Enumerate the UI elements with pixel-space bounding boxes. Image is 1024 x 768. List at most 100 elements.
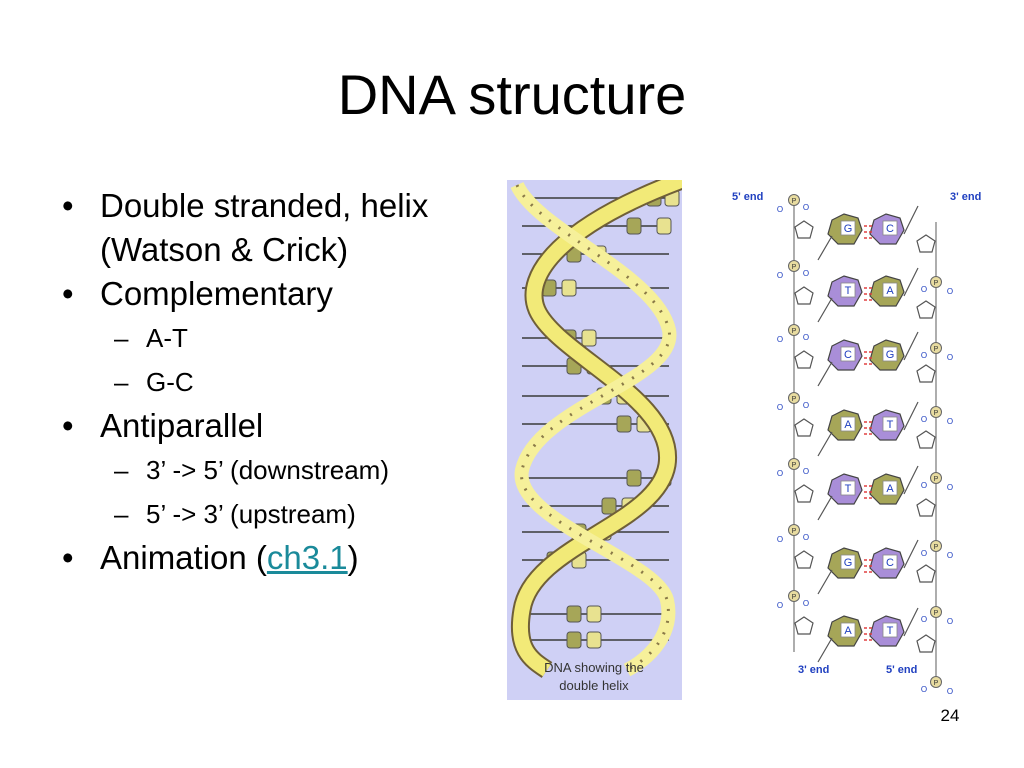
nucleobase-letter: G — [844, 223, 853, 235]
oxygen-label: O — [921, 351, 927, 360]
bullet-marker: • — [62, 407, 74, 444]
oxygen-label: O — [947, 287, 953, 296]
nucleobase-letter-box — [840, 282, 856, 298]
phosphate-icon — [788, 590, 800, 602]
bullet-item: • Antiparallel — [56, 404, 496, 448]
label-3-end-top: 3' end — [950, 191, 981, 203]
oxygen-label: O — [947, 687, 953, 696]
bullet-text: Complementary — [100, 275, 333, 312]
nucleobase-letter: T — [845, 483, 852, 495]
glycosidic-bond — [903, 465, 919, 495]
sugar-ring — [916, 498, 936, 517]
label-5-end-bottom: 5' end — [886, 664, 917, 676]
sugar-ring — [794, 550, 814, 569]
nucleobase-letter: T — [845, 285, 852, 297]
nucleobase-letter: A — [886, 285, 894, 297]
sugar-ring — [916, 300, 936, 319]
nucleobase-letter: C — [886, 557, 894, 569]
nucleobase-letter-box — [840, 220, 856, 236]
nucleobase-letter-box — [882, 480, 898, 496]
oxygen-label: O — [921, 549, 927, 558]
helix-caption-line2: double helix — [559, 678, 629, 693]
sub-bullet-marker: – — [114, 455, 129, 485]
glycosidic-bond — [817, 431, 833, 457]
sugar-ring — [916, 564, 936, 583]
sub-bullet-text: G-C — [146, 367, 194, 397]
phosphate-label: P — [792, 198, 797, 205]
phosphate-icon — [788, 458, 800, 470]
oxygen-label: O — [921, 615, 927, 624]
nucleobase-letter-box — [840, 622, 856, 638]
phosphate-label: P — [934, 680, 939, 687]
helix-base-block — [586, 605, 602, 623]
oxygen-label: O — [947, 483, 953, 492]
sub-bullet-marker: – — [114, 367, 129, 397]
bullet-text: Antiparallel — [100, 407, 264, 444]
bullet-list: • Double stranded, helix (Watson & Crick… — [56, 184, 496, 580]
phosphate-label: P — [792, 528, 797, 535]
oxygen-label: O — [777, 601, 783, 610]
sub-bullet-item: – A-T — [56, 316, 496, 360]
oxygen-label: O — [921, 285, 927, 294]
nucleobase-letter: G — [886, 349, 895, 361]
helix-base-block — [601, 497, 617, 515]
nucleobase-letter-box — [840, 554, 856, 570]
glycosidic-bond — [817, 361, 833, 387]
sub-bullet-text: 5’ -> 3’ (upstream) — [146, 499, 356, 529]
phosphate-icon — [930, 342, 942, 354]
helix-strand-back — [510, 181, 677, 677]
sugar-ring — [916, 430, 936, 449]
phosphate-icon — [788, 392, 800, 404]
oxygen-label: O — [803, 599, 809, 608]
glycosidic-bond — [903, 401, 919, 431]
glycosidic-bond — [903, 267, 919, 297]
nucleobase-letter-box — [840, 416, 856, 432]
oxygen-label: O — [947, 551, 953, 560]
sub-bullet-marker: – — [114, 499, 129, 529]
phosphate-icon — [788, 324, 800, 336]
sugar-ring — [794, 418, 814, 437]
sub-bullet-text: 3’ -> 5’ (downstream) — [146, 455, 389, 485]
phosphate-label: P — [792, 594, 797, 601]
phosphate-icon — [930, 276, 942, 288]
oxygen-label: O — [803, 333, 809, 342]
phosphate-icon — [930, 606, 942, 618]
nucleobase-letter-box — [882, 554, 898, 570]
slide-title: DNA structure — [337, 63, 687, 126]
oxygen-label: O — [777, 403, 783, 412]
sub-bullet-marker: – — [114, 323, 129, 353]
nucleobase-letter-box — [882, 220, 898, 236]
helix-base-block — [566, 631, 582, 649]
oxygen-label: O — [777, 205, 783, 214]
phosphate-label: P — [934, 476, 939, 483]
animation-link[interactable]: ch3.1 — [266, 539, 348, 576]
nucleobase-letter: G — [844, 557, 853, 569]
nucleobase-letter-box — [882, 622, 898, 638]
oxygen-label: O — [921, 685, 927, 694]
phosphate-icon — [930, 676, 942, 688]
nucleobase-letter-box — [882, 346, 898, 362]
nucleobase-letter: A — [844, 625, 852, 637]
glycosidic-bond — [903, 205, 919, 235]
sugar-ring — [916, 234, 936, 253]
oxygen-label: O — [947, 617, 953, 626]
bullet-text-suffix: ) — [347, 539, 359, 576]
label-5-end-top: 5' end — [732, 191, 763, 203]
nucleobase-letter: C — [886, 223, 894, 235]
oxygen-label: O — [777, 469, 783, 478]
sub-bullet-item: – 5’ -> 3’ (upstream) — [56, 492, 496, 536]
phosphate-icon — [788, 194, 800, 206]
phosphate-label: P — [792, 328, 797, 335]
glycosidic-bond — [817, 495, 833, 521]
label-3-end-bottom: 3' end — [798, 664, 829, 676]
sugar-ring — [794, 484, 814, 503]
sugar-ring — [794, 616, 814, 635]
nucleobase-letter-box — [840, 480, 856, 496]
phosphate-label: P — [792, 396, 797, 403]
phosphate-label: P — [792, 462, 797, 469]
sugar-ring — [916, 634, 936, 653]
oxygen-label: O — [947, 353, 953, 362]
sugar-ring — [916, 364, 936, 383]
